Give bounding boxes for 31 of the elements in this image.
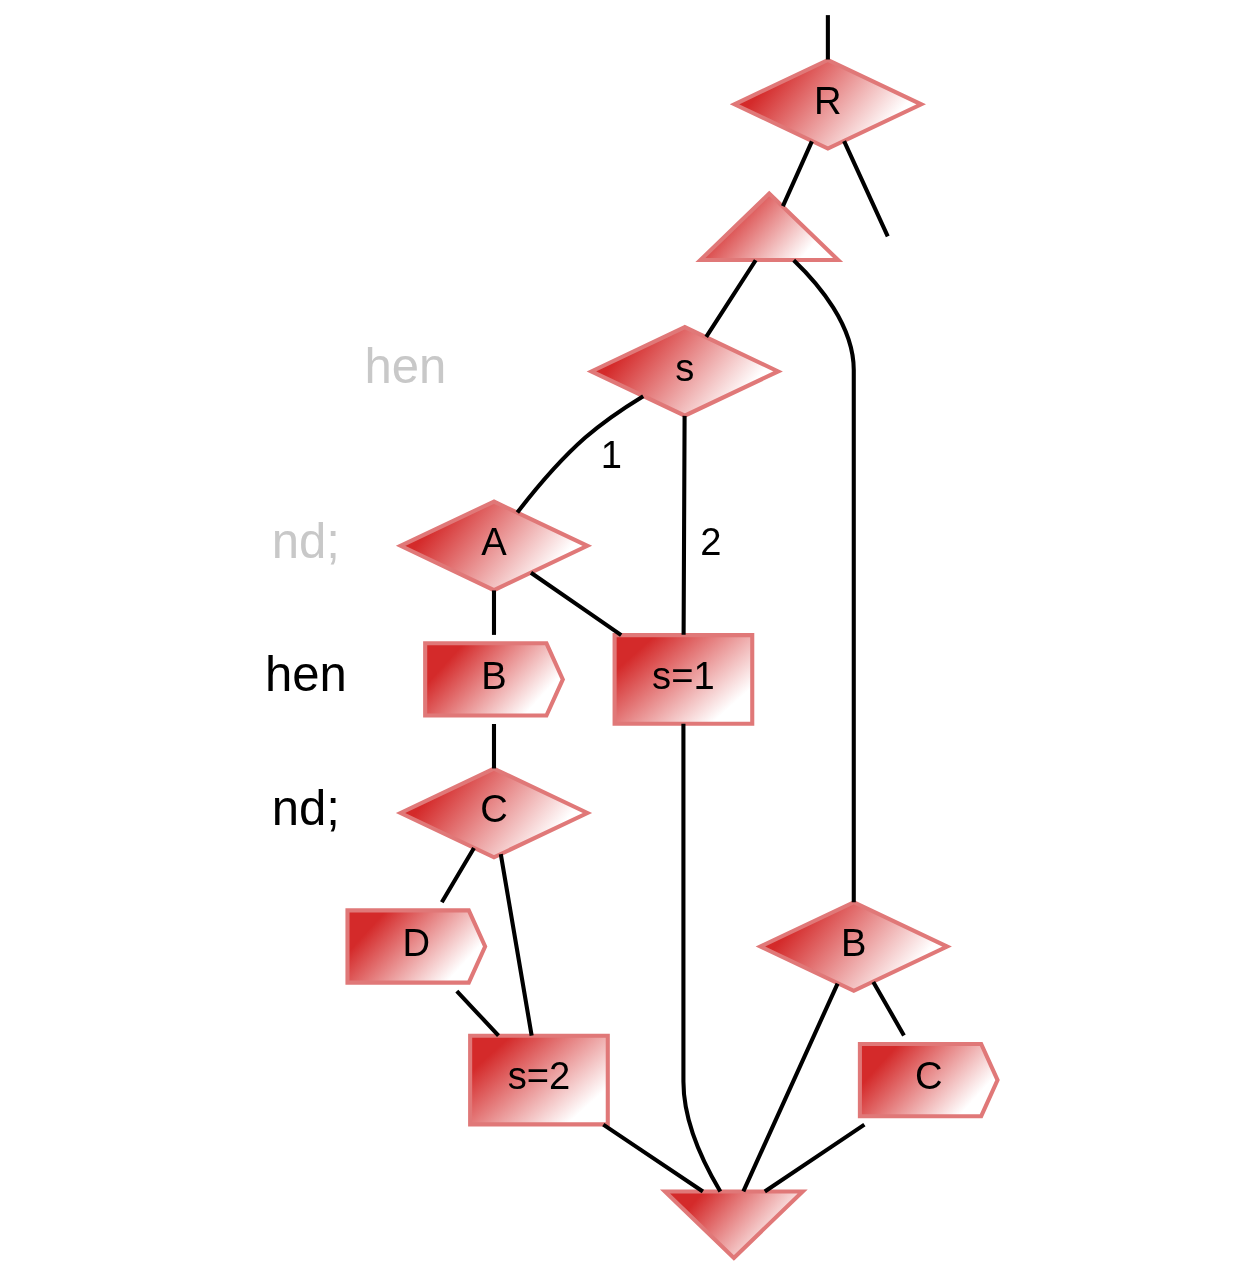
connector	[439, 847, 476, 904]
connector	[871, 980, 906, 1037]
connector	[841, 140, 890, 238]
edge-label: 1	[600, 433, 622, 477]
connector	[681, 415, 687, 635]
label: hen	[264, 647, 347, 702]
connector	[454, 989, 500, 1037]
node-box: s=2	[467, 1033, 610, 1127]
connector	[825, 15, 830, 60]
connector	[780, 140, 814, 207]
node-triangle	[659, 1189, 808, 1261]
connector	[601, 1122, 704, 1194]
connector	[491, 590, 496, 635]
connector	[498, 853, 534, 1036]
connector	[763, 1122, 865, 1194]
node-diamond: R	[729, 57, 926, 151]
connector	[704, 259, 757, 338]
node-box: s=1	[612, 633, 754, 726]
node-diamond: B	[755, 899, 952, 994]
node-diamond: s	[586, 324, 783, 418]
connector	[491, 724, 496, 769]
node-diamond: A	[395, 499, 592, 593]
connector	[791, 258, 856, 903]
node-triangle	[694, 190, 843, 263]
connector	[515, 394, 644, 514]
edge-label: 2	[699, 520, 721, 564]
connector	[680, 723, 722, 1193]
connector	[529, 571, 622, 637]
connector	[741, 982, 839, 1193]
label: nd;	[271, 780, 340, 835]
node-diamond: C	[395, 766, 592, 860]
